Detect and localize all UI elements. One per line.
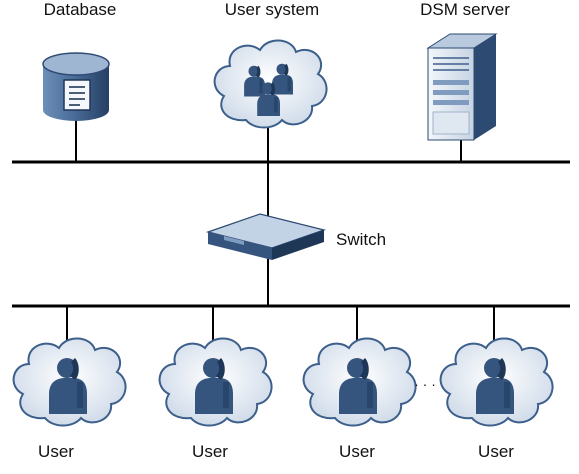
switch-icon — [205, 213, 327, 260]
user-group-cloud-icon — [213, 39, 328, 129]
switch-node: Switch — [205, 213, 386, 260]
user-node-4: User — [439, 337, 554, 461]
user-label: User — [339, 442, 375, 461]
user-cloud-icon — [158, 337, 273, 427]
user-node-1: User — [12, 337, 127, 461]
dsm-server-label: DSM server — [420, 0, 510, 19]
database-label: Database — [44, 0, 117, 19]
user-node-3: User — [302, 337, 417, 461]
database-node: Database — [42, 0, 117, 121]
user-system-label: User system — [225, 0, 319, 19]
network-links — [12, 118, 570, 342]
user-label: User — [38, 442, 74, 461]
user-node-2: User — [158, 337, 273, 461]
switch-label: Switch — [336, 230, 386, 249]
user-label: User — [478, 442, 514, 461]
server-tower-icon — [426, 33, 498, 141]
database-icon — [42, 52, 110, 121]
dsm-server-node: DSM server — [420, 0, 510, 141]
user-label: User — [192, 442, 228, 461]
user-cloud-icon — [12, 337, 127, 427]
user-system-node: User system — [213, 0, 328, 129]
more-users-ellipsis: · · · — [414, 376, 436, 392]
user-cloud-icon — [302, 337, 417, 427]
user-cloud-icon — [439, 337, 554, 427]
